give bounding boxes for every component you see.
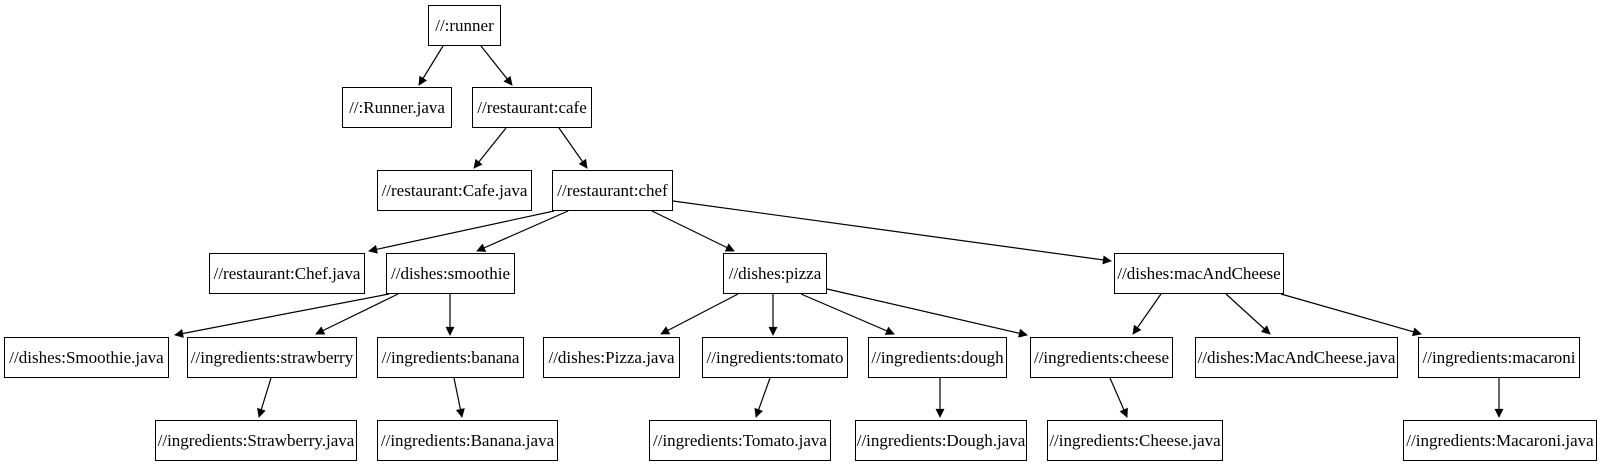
edge-chef-to-smoothie bbox=[476, 210, 569, 252]
graph-node-pizza-java: //dishes:Pizza.java bbox=[543, 337, 680, 378]
edge-pizza-to-dough bbox=[800, 293, 895, 335]
edge-macandcheese-to-macaroni bbox=[1280, 293, 1422, 337]
graph-node-banana: //ingredients:banana bbox=[377, 337, 524, 378]
edge-pizza-to-pizza-java bbox=[660, 293, 739, 335]
graph-node-banana-java: //ingredients:Banana.java bbox=[377, 420, 558, 461]
graph-node-runner-java: //:Runner.java bbox=[342, 87, 452, 128]
edge-smoothie-to-strawberry bbox=[315, 293, 399, 335]
edge-smoothie-to-smoothie-java bbox=[174, 293, 390, 338]
graph-node-macandcheese-java: //dishes:MacAndCheese.java bbox=[1195, 337, 1398, 378]
graph-node-macaroni: //ingredients:macaroni bbox=[1418, 337, 1580, 378]
edge-cafe-to-chef bbox=[558, 127, 588, 169]
graph-node-cheese: //ingredients:cheese bbox=[1030, 337, 1173, 378]
edge-pizza-to-cheese bbox=[826, 288, 1028, 338]
graph-node-dough: //ingredients:dough bbox=[868, 337, 1007, 378]
edge-runner-to-runner-java bbox=[418, 45, 444, 86]
graph-node-cafe-java: //restaurant:Cafe.java bbox=[377, 170, 532, 211]
edge-strawberry-to-strawberry-java bbox=[257, 377, 272, 418]
edge-runner-to-cafe bbox=[480, 45, 513, 86]
edge-macandcheese-to-macandcheese-java bbox=[1225, 293, 1271, 335]
graph-node-chef-java: //restaurant:Chef.java bbox=[209, 253, 365, 294]
graph-node-tomato-java: //ingredients:Tomato.java bbox=[649, 420, 831, 461]
graph-node-tomato: //ingredients:tomato bbox=[702, 337, 848, 378]
graph-node-macaroni-java: //ingredients:Macaroni.java bbox=[1403, 420, 1597, 461]
graph-node-smoothie: //dishes:smoothie bbox=[386, 253, 515, 294]
graph-node-runner: //:runner bbox=[428, 5, 501, 46]
edge-chef-to-macandcheese bbox=[672, 200, 1112, 265]
edge-chef-to-pizza bbox=[651, 210, 735, 252]
edge-cheese-to-cheese-java bbox=[1109, 377, 1128, 418]
graph-node-dough-java: //ingredients:Dough.java bbox=[855, 420, 1027, 461]
edge-chef-to-chef-java bbox=[368, 210, 555, 254]
graph-node-cheese-java: //ingredients:Cheese.java bbox=[1047, 420, 1223, 461]
graph-node-strawberry-java: //ingredients:Strawberry.java bbox=[155, 420, 357, 461]
graph-node-chef: //restaurant:chef bbox=[552, 170, 673, 211]
graph-node-macandcheese: //dishes:macAndCheese bbox=[1114, 253, 1284, 294]
graph-node-cafe: //restaurant:cafe bbox=[472, 87, 592, 128]
graph-node-smoothie-java: //dishes:Smoothie.java bbox=[4, 337, 169, 378]
graph-node-strawberry: //ingredients:strawberry bbox=[187, 337, 357, 378]
edge-macandcheese-to-cheese bbox=[1132, 293, 1162, 335]
edge-tomato-to-tomato-java bbox=[754, 377, 771, 418]
edge-cafe-to-cafe-java bbox=[473, 127, 507, 169]
edge-banana-to-banana-java bbox=[453, 377, 465, 418]
graph-node-pizza: //dishes:pizza bbox=[723, 253, 827, 294]
